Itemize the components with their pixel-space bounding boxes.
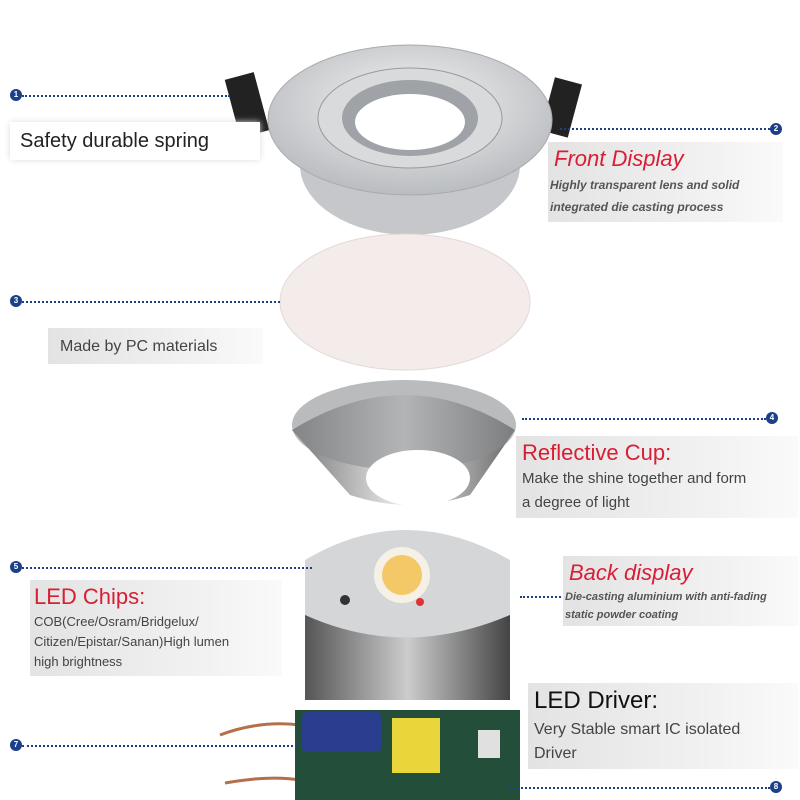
front-display-title: Front Display	[554, 146, 684, 171]
reflective-cup	[292, 380, 516, 506]
led-driver	[219, 710, 520, 800]
back-display-title: Back display	[569, 560, 693, 585]
leader-line-5	[22, 567, 312, 569]
pc-label-box: Made by PC materials	[48, 328, 263, 364]
led-chips-desc-3: high brightness	[34, 654, 123, 669]
led-driver-title: LED Driver:	[534, 687, 659, 714]
led-driver-box: LED Driver: Very Stable smart IC isolate…	[528, 683, 798, 769]
marker-7: 7	[10, 739, 22, 751]
leader-line-1	[22, 95, 230, 97]
leader-line-2	[560, 128, 770, 130]
back-display-desc-1: Die-casting aluminium with anti-fading	[565, 591, 767, 603]
leader-line-3	[22, 301, 280, 303]
led-driver-desc-1: Very Stable smart IC isolated	[534, 721, 741, 738]
leader-line-7	[22, 745, 297, 747]
leader-line-6	[520, 596, 565, 598]
front-display-desc-1: Highly transparent lens and solid	[550, 178, 740, 192]
marker-3: 3	[10, 295, 22, 307]
reflective-cup-desc-1: Make the shine together and form	[522, 470, 747, 487]
marker-8: 8	[770, 781, 782, 793]
back-display-box: Back display Die-casting aluminium with …	[563, 556, 798, 626]
leader-line-8	[510, 787, 770, 789]
marker-5: 5	[10, 561, 22, 573]
front-display-desc-2: integrated die casting process	[550, 200, 724, 214]
led-chips-desc-2: Citizen/Epistar/Sanan)High lumen	[34, 634, 230, 649]
heatsink	[305, 530, 510, 700]
led-driver-desc-2: Driver	[534, 745, 577, 762]
marker-2: 2	[770, 123, 782, 135]
marker-4: 4	[766, 412, 778, 424]
housing	[224, 44, 582, 235]
led-chips-box: LED Chips: COB(Cree/Osram/Bridgelux/ Cit…	[30, 580, 282, 676]
pc-label: Made by PC materials	[60, 338, 218, 355]
back-display-desc-2: static powder coating	[565, 609, 679, 621]
spring-label: Safety durable spring	[20, 130, 210, 152]
led-chips-title: LED Chips:	[34, 584, 146, 609]
spring-label-box: Safety durable spring	[10, 122, 260, 160]
marker-1: 1	[10, 89, 22, 101]
pc-diffuser	[279, 233, 531, 371]
reflective-cup-box: Reflective Cup: Make the shine together …	[516, 436, 798, 518]
reflective-cup-title: Reflective Cup:	[522, 440, 672, 465]
leader-line-4	[522, 418, 766, 420]
led-chips-desc-1: COB(Cree/Osram/Bridgelux/	[34, 614, 199, 629]
reflective-cup-desc-2: a degree of light	[522, 494, 630, 511]
front-display-box: Front Display Highly transparent lens an…	[548, 142, 783, 222]
